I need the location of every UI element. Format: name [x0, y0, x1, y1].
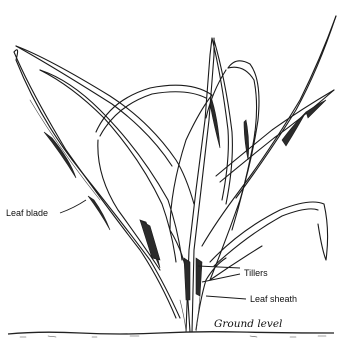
ground-line: [8, 332, 334, 337]
leaf-blade-right-long: [202, 16, 336, 246]
leaf-blade-label: Leaf blade: [6, 208, 48, 218]
leaf-blade-right-top: [206, 61, 259, 280]
leaf-blade-right-droop: [210, 202, 328, 280]
leaf-blade-top-curl: [16, 46, 194, 204]
leaf-sheath-label: Leaf sheath: [250, 294, 297, 304]
leaf-blade-left: [14, 50, 180, 318]
leaf-blade-left-mid: [40, 70, 182, 268]
leaf-blade-right-mid: [216, 90, 334, 182]
ground-level-label: Ground level: [214, 318, 282, 330]
tillers-label: Tillers: [244, 268, 268, 278]
